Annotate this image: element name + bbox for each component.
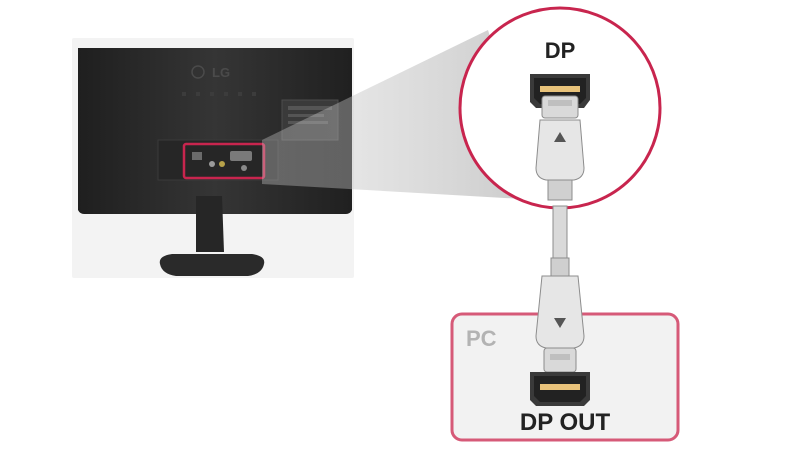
lg-logo: LG	[191, 65, 230, 80]
displayport-plug-bottom-icon	[535, 275, 585, 373]
displayport-plug-top-icon	[535, 95, 585, 201]
svg-text:LG: LG	[212, 65, 230, 80]
pc-device-box: PC DP OUT	[450, 275, 680, 442]
dp-out-label: DP OUT	[520, 409, 611, 436]
pc-label: PC	[466, 326, 497, 351]
monitor-stand-base	[159, 254, 265, 276]
displayport-cable-icon	[550, 205, 570, 277]
rear-ports	[192, 151, 252, 171]
port-panel	[157, 139, 279, 181]
port-magnifier: DP	[458, 6, 662, 210]
vent-grille	[182, 92, 256, 96]
port-label: DP	[545, 38, 576, 63]
displayport-out-socket-icon	[530, 372, 590, 406]
monitor-stand-neck	[196, 196, 224, 252]
